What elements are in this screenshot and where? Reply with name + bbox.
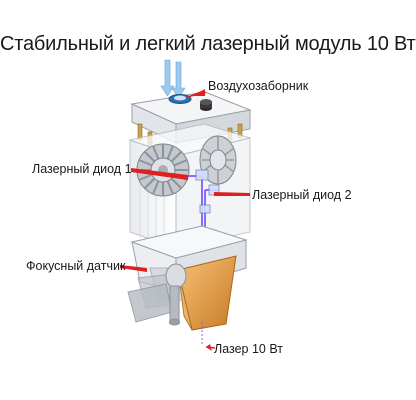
page-title: Стабильный и легкий лазерный модуль 10 В… [0,33,416,55]
heatsink-2 [199,135,237,185]
laser-diode-2-pointer [214,192,250,196]
focus-sensor-label: Фокусный датчик [26,259,126,273]
diagram-root: Стабильный и легкий лазерный модуль 10 В… [0,33,416,356]
focus-sensor-arm [127,263,187,326]
airflow-arrows [160,59,186,99]
laser-diode-1-pointer [131,168,188,180]
laser-module-illustration [120,59,252,351]
heatsink-1 [136,143,190,197]
laser-diode-2-label: Лазерный диод 2 [252,188,352,202]
focus-sensor-pointer [120,265,147,272]
laser-diode-1-label: Лазерный диод 1 [32,162,132,176]
lens-nozzle [177,255,237,331]
laser-power-label: Лазер 10 Вт [214,342,284,356]
air-intake-pointer [186,89,206,98]
laser-spot-pointer [205,344,216,351]
air-intake-label: Воздухозаборник [208,79,309,93]
